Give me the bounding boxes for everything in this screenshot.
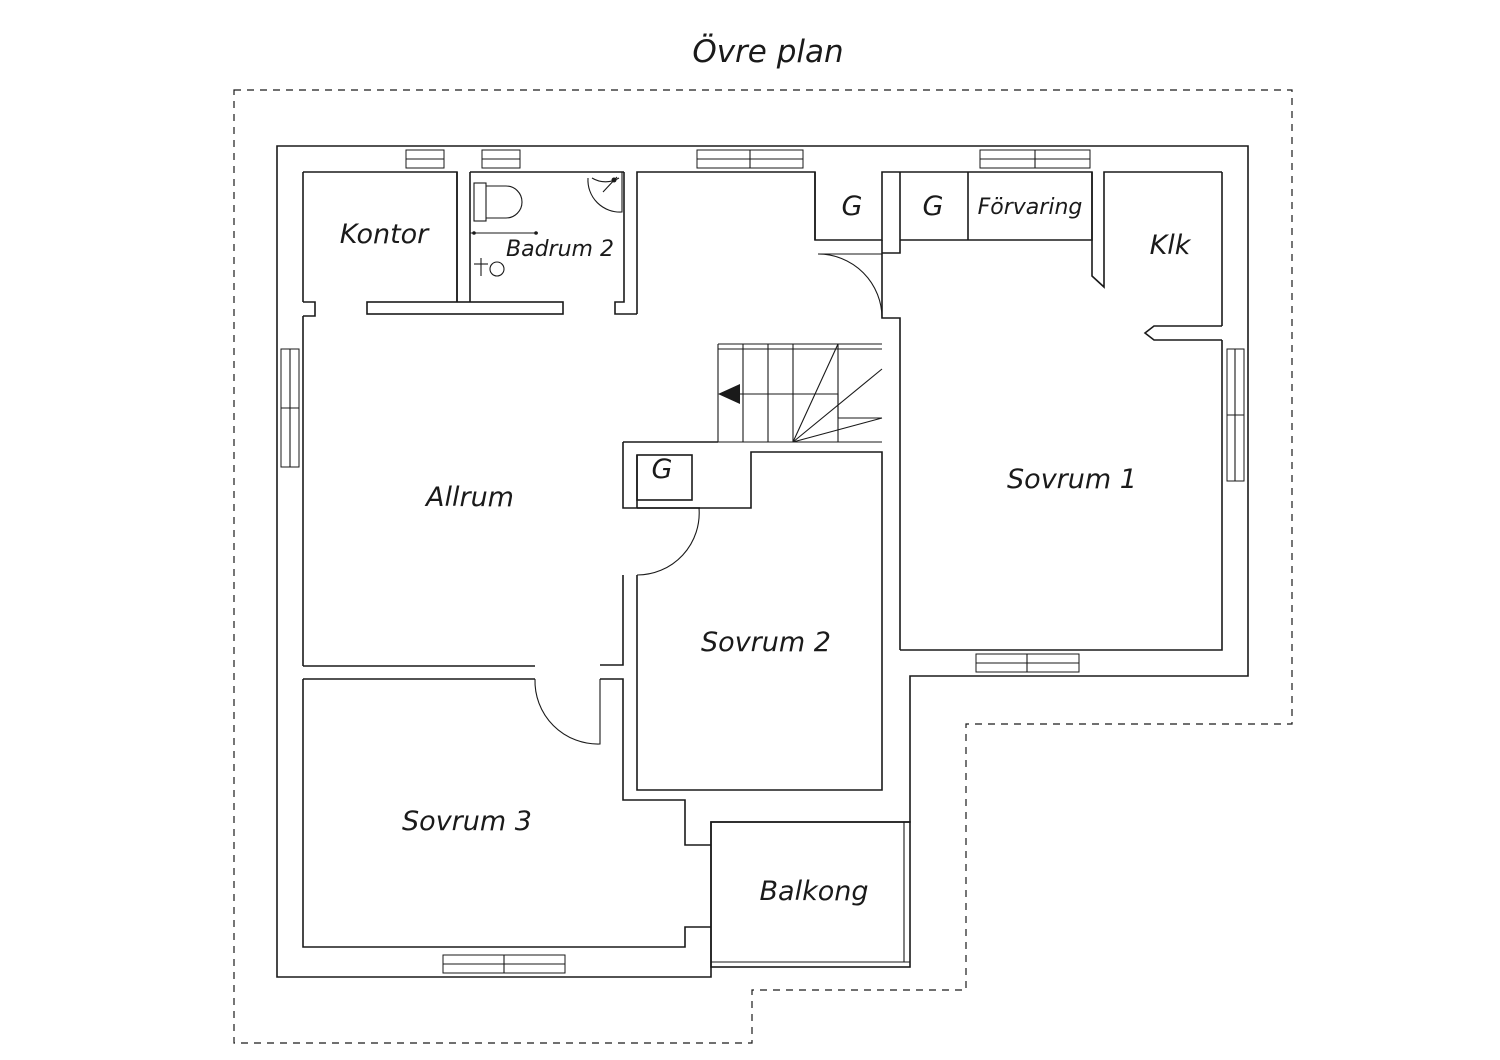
room-label-kontor: Kontor (340, 219, 430, 250)
room-label-sovrum-3: Sovrum 3 (402, 806, 532, 837)
staircase (717, 343, 883, 443)
room-label-sovrum-2: Sovrum 2 (701, 627, 831, 658)
balcony (710, 821, 911, 968)
plan-title: Övre plan (692, 33, 843, 70)
room-label-badrum-2: Badrum 2 (506, 237, 614, 262)
stair-arrow-icon (718, 384, 740, 404)
outer-walls (276, 145, 1249, 978)
sink-icon (587, 172, 623, 213)
closet-g-center (636, 454, 693, 501)
windows (280, 149, 1245, 974)
room-label-klk: Klk (1150, 230, 1192, 261)
interior-walls (302, 171, 1222, 948)
toilet-icon (473, 182, 523, 222)
room-label-g-top-2: G (923, 191, 944, 222)
room-label-forvaring: Förvaring (978, 195, 1083, 220)
room-label-g-center: G (652, 454, 673, 485)
shower-icon (470, 231, 538, 277)
room-label-g-top-1: G (842, 191, 863, 222)
doors (534, 253, 883, 745)
room-label-sovrum-1: Sovrum 1 (1007, 464, 1137, 495)
room-label-balkong: Balkong (760, 876, 869, 907)
room-label-allrum: Allrum (424, 482, 514, 513)
